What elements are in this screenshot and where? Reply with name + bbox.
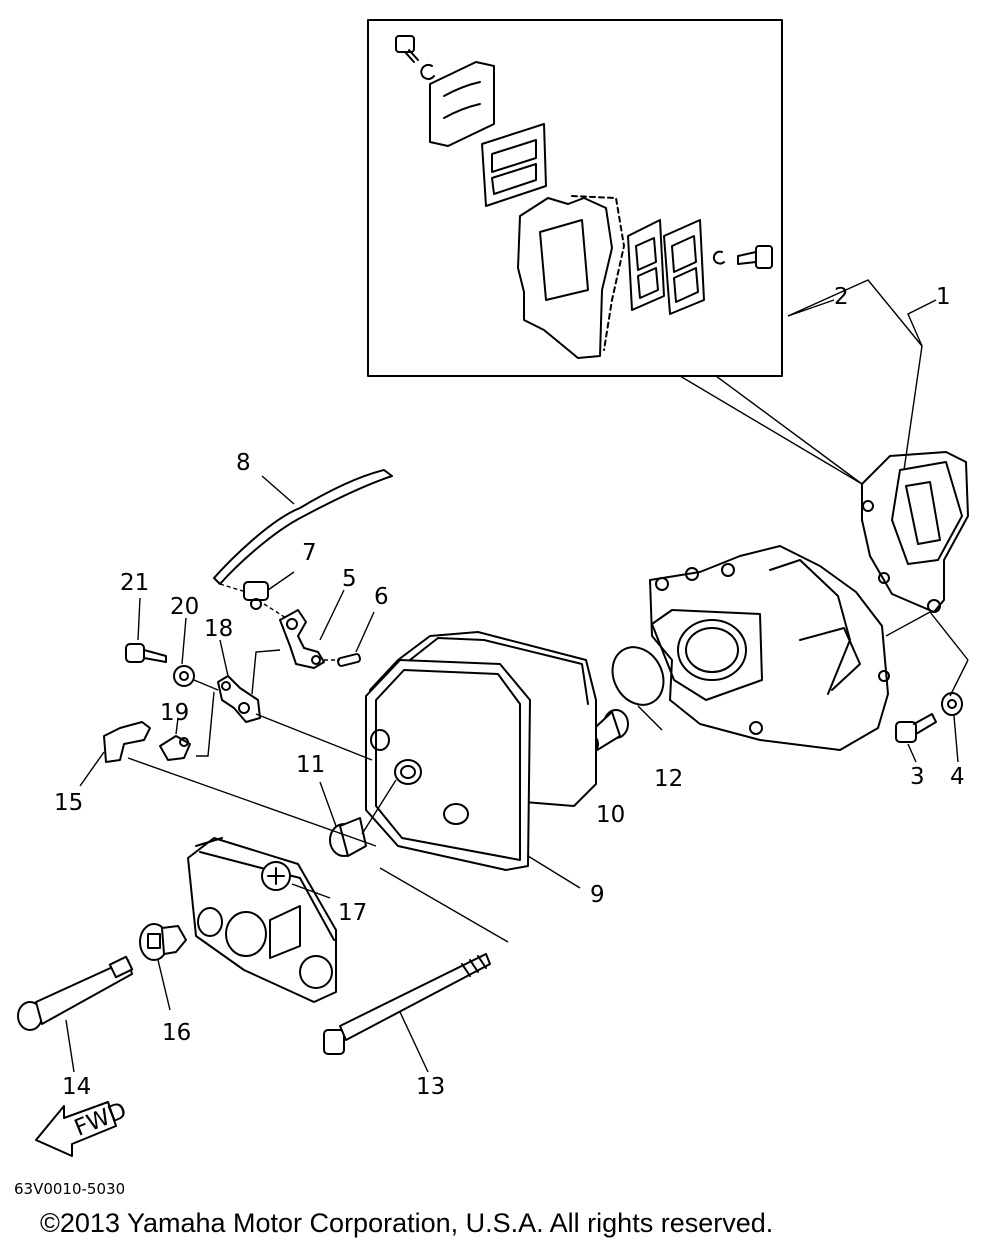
callout-5: 5 [342, 566, 357, 592]
reed-bolt-icon [737, 245, 773, 269]
intake-silencer-icon [365, 631, 597, 871]
callout-13: 13 [416, 1074, 445, 1100]
callout-6: 6 [374, 584, 389, 610]
callout-19: 19 [160, 700, 189, 726]
mounting-bolt-icon [895, 713, 937, 743]
callout-20: 20 [170, 594, 199, 620]
hose-elbow-icon [103, 721, 151, 763]
reed-clip-icon [420, 63, 435, 80]
callout-11: 11 [296, 752, 325, 778]
callout-12: 12 [654, 766, 683, 792]
callout-7: 7 [302, 540, 317, 566]
reed-stopper-plate-icon [429, 61, 495, 147]
callout-18: 18 [204, 616, 233, 642]
retainer-icon [261, 861, 291, 891]
mounting-washer-icon [941, 692, 963, 716]
callout-numbers: 1 2 3 4 5 6 7 8 9 10 11 12 13 14 15 16 1… [54, 284, 965, 1100]
gasket-o-ring-icon [611, 646, 665, 706]
reed-valve-assembly-icon [861, 451, 969, 613]
drawing-code: 63V0010-5030 [14, 1180, 126, 1198]
callout-16: 16 [162, 1020, 191, 1046]
hose-icon [213, 469, 393, 585]
callout-1: 1 [936, 284, 951, 310]
forward-direction-arrow-icon: FWD [35, 1098, 130, 1157]
callout-15: 15 [54, 790, 83, 816]
callout-8: 8 [236, 450, 251, 476]
callout-4: 4 [950, 764, 965, 790]
reed-gasket-1-icon [627, 219, 665, 311]
pin-icon [336, 653, 362, 667]
front-cover-panel-icon [187, 837, 337, 1003]
callout-17: 17 [338, 900, 367, 926]
reed-clip-2-icon [712, 250, 725, 265]
hose-joint-icon [159, 735, 191, 761]
knob-icon [139, 923, 187, 961]
copyright-notice: ©2013 Yamaha Motor Corporation, U.S.A. A… [40, 1208, 774, 1238]
long-bolt-icon [323, 953, 491, 1055]
callout-14: 14 [62, 1074, 91, 1100]
callout-2: 2 [834, 284, 849, 310]
reed-valve-inset [367, 19, 863, 485]
callout-9: 9 [590, 882, 605, 908]
callout-21: 21 [120, 570, 149, 596]
reed-valve-seat-icon [517, 197, 613, 359]
callout-10: 10 [596, 802, 625, 828]
carburetor-body-icon [649, 545, 890, 751]
bolt-icon [125, 643, 167, 663]
callout-3: 3 [910, 764, 925, 790]
choke-lever-icon [279, 609, 325, 669]
washer-icon [173, 665, 195, 687]
reed-screw-icon [395, 35, 419, 63]
choke-link-icon [217, 675, 261, 723]
choke-rod-icon [17, 955, 134, 1031]
